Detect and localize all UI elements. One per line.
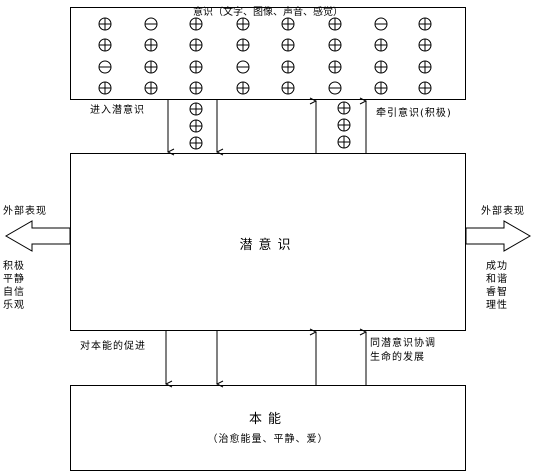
left-trait-b: 平静 bbox=[3, 274, 25, 285]
symbol-grid bbox=[98, 17, 432, 95]
minus-symbol-icon bbox=[328, 81, 342, 95]
plus-symbol-icon bbox=[328, 60, 342, 74]
plus-symbol-icon bbox=[98, 81, 112, 95]
plus-symbol-icon bbox=[189, 81, 203, 95]
plus-symbol-icon bbox=[144, 60, 158, 74]
minus-symbol-icon bbox=[374, 17, 388, 31]
plus-symbol-icon bbox=[189, 17, 203, 31]
left-traits-list: 积极 平静 自信 乐观 bbox=[3, 260, 25, 312]
label-outer-right: 外部表现 bbox=[481, 206, 525, 217]
flow-down-plus-icon bbox=[189, 136, 203, 150]
subconscious-box: 潜意识 bbox=[70, 153, 466, 331]
instinct-box: 本能 （治愈能量、平静、爱） bbox=[70, 385, 466, 471]
flow-up-plus-icon bbox=[337, 135, 351, 149]
flow-up-plus-icon bbox=[337, 101, 351, 115]
right-trait-d: 理性 bbox=[486, 300, 508, 311]
plus-symbol-icon bbox=[281, 38, 295, 52]
outer-arrow-right bbox=[465, 220, 532, 252]
plus-symbol-icon bbox=[418, 38, 432, 52]
plus-symbol-icon bbox=[418, 17, 432, 31]
plus-symbol-icon bbox=[281, 81, 295, 95]
plus-symbol-icon bbox=[418, 60, 432, 74]
label-enter-subconscious: 进入潜意识 bbox=[90, 105, 145, 116]
left-trait-d: 乐观 bbox=[3, 300, 25, 311]
plus-symbol-icon bbox=[144, 38, 158, 52]
right-traits-list: 成功 和谐 睿智 理性 bbox=[486, 260, 508, 312]
left-trait-a: 积极 bbox=[3, 261, 25, 272]
instinct-subtitle: （治愈能量、平静、爱） bbox=[207, 434, 329, 445]
minus-symbol-icon bbox=[98, 60, 112, 74]
plus-symbol-icon bbox=[281, 60, 295, 74]
label-promote-instinct: 对本能的促进 bbox=[80, 341, 146, 352]
subconscious-title: 潜意识 bbox=[239, 238, 297, 253]
plus-symbol-icon bbox=[374, 81, 388, 95]
plus-symbol-icon bbox=[189, 38, 203, 52]
flow-down-plus-icon bbox=[189, 119, 203, 133]
outer-arrow-left bbox=[4, 220, 71, 252]
label-coordinate-line1: 同潜意识协调 bbox=[370, 338, 436, 349]
label-outer-left: 外部表现 bbox=[3, 206, 47, 217]
consciousness-box: 意识（文字、图像、声音、感觉） bbox=[70, 7, 466, 100]
plus-symbol-icon bbox=[374, 38, 388, 52]
plus-symbol-icon bbox=[144, 81, 158, 95]
plus-symbol-icon bbox=[374, 60, 388, 74]
plus-symbol-icon bbox=[236, 38, 250, 52]
minus-symbol-icon bbox=[144, 17, 158, 31]
plus-symbol-icon bbox=[281, 17, 295, 31]
plus-symbol-icon bbox=[236, 81, 250, 95]
label-coordinate-line2: 生命的发展 bbox=[370, 352, 425, 363]
left-trait-c: 自信 bbox=[3, 287, 25, 298]
right-trait-c: 睿智 bbox=[486, 287, 508, 298]
consciousness-title: 意识（文字、图像、声音、感觉） bbox=[193, 7, 343, 18]
flow-up-plus-icon bbox=[337, 118, 351, 132]
plus-symbol-icon bbox=[98, 17, 112, 31]
right-trait-a: 成功 bbox=[486, 261, 508, 272]
plus-symbol-icon bbox=[328, 17, 342, 31]
plus-symbol-icon bbox=[189, 60, 203, 74]
plus-symbol-icon bbox=[328, 38, 342, 52]
plus-symbol-icon bbox=[98, 38, 112, 52]
label-pull-consciousness: 牵引意识(积极) bbox=[376, 108, 452, 119]
flow-down-plus-icon bbox=[189, 102, 203, 116]
minus-symbol-icon bbox=[236, 60, 250, 74]
plus-symbol-icon bbox=[236, 17, 250, 31]
flow-symbols bbox=[189, 101, 351, 150]
right-trait-b: 和谐 bbox=[486, 274, 508, 285]
instinct-title: 本能 bbox=[248, 412, 287, 427]
plus-symbol-icon bbox=[418, 81, 432, 95]
